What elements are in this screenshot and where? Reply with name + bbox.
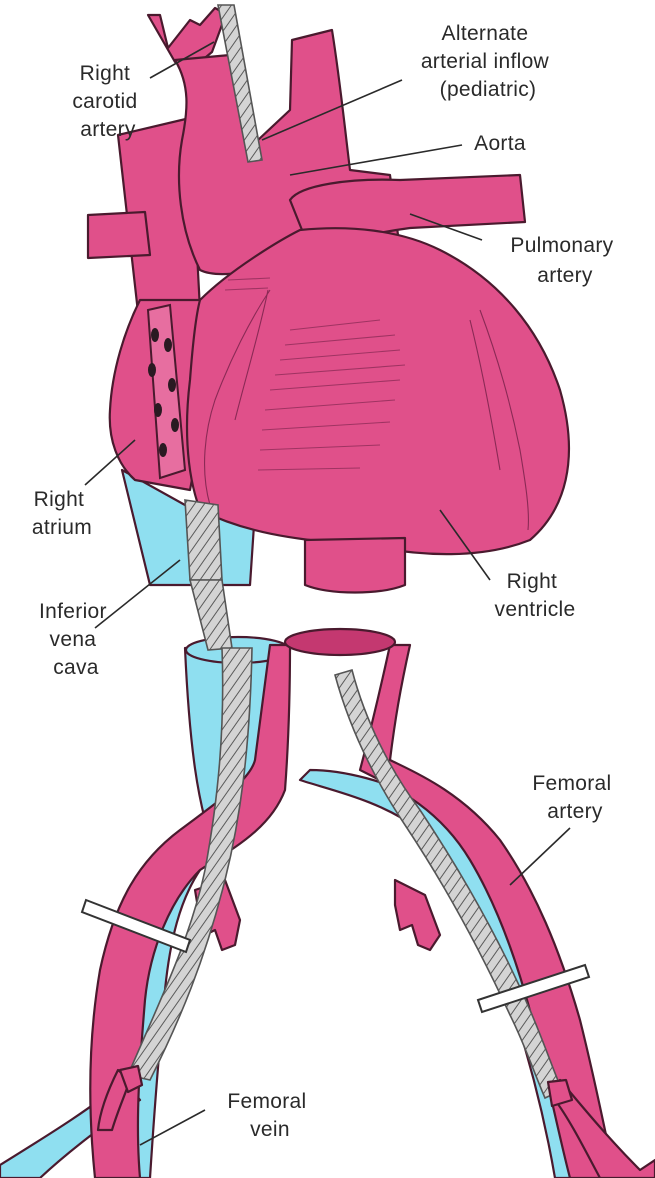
label-right-atrium: Right atrium [32,488,92,539]
right-carotid-artery-vessel [148,8,226,62]
venous-cannula-mid [190,580,232,650]
pulmonary-vein-stub [88,212,150,258]
venous-system [0,470,590,1178]
label-femoral-vein: Femoral vein [227,1090,312,1141]
ventricles [187,228,569,554]
label-right-carotid-artery: Right carotid artery [72,62,143,141]
label-aorta: Aorta [474,132,526,155]
aorta-lumen [285,629,395,655]
right-branch-vessels [395,880,440,950]
label-pulmonary-artery: Pulmonary artery [510,234,619,287]
venous-cannula-upper [185,500,222,580]
label-femoral-artery: Femoral artery [532,772,617,823]
descending-aorta-stub [305,538,405,593]
label-alternate-arterial-inflow: Alternate arterial inflow (pediatric) [421,22,555,101]
label-right-ventricle: Right ventricle [495,570,576,621]
label-inferior-vena-cava: Inferior vena cava [39,600,113,679]
